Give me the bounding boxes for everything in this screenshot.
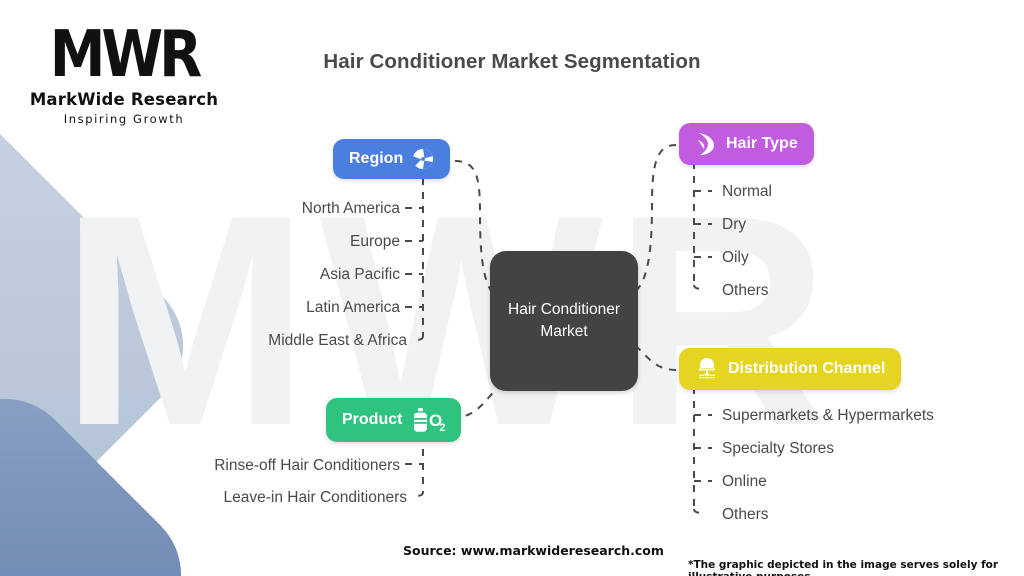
leaf-region-3: Latin America <box>306 299 400 316</box>
brand-logo: MWR MarkWide Research Inspiring Growth <box>24 22 224 127</box>
globe-icon <box>412 148 434 170</box>
logo-tagline: Inspiring Growth <box>63 112 185 127</box>
leaf-region-0: North America <box>301 200 400 217</box>
branch-badge-region[interactable]: Region <box>333 139 451 179</box>
branch-label-hair-type: Hair Type <box>726 135 798 152</box>
source-text: Source: www.markwideresearch.com <box>403 543 664 558</box>
leaf-distribution-channel-2: Online <box>722 473 767 490</box>
leaf-region-1: Europe <box>350 233 400 250</box>
branch-badge-hair-type[interactable]: Hair Type <box>679 123 814 165</box>
logo-company-name: MarkWide Research <box>29 90 219 110</box>
connector-region-item-4 <box>411 335 424 341</box>
leaf-distribution-channel-0: Supermarkets & Hypermarkets <box>722 407 934 424</box>
connector-hairtype-item-3 <box>693 284 707 290</box>
branch-label-distribution-channel: Distribution Channel <box>728 360 886 377</box>
page-title: Hair Conditioner Market Segmentation <box>323 50 701 73</box>
branch-badge-distribution-channel[interactable]: Distribution Channel <box>679 348 902 390</box>
hair-strand-icon <box>695 132 717 156</box>
leaf-hair-type-2: Oily <box>722 249 749 266</box>
center-node-label: Hair Conditioner Market <box>508 300 620 340</box>
center-node: Hair Conditioner Market <box>490 251 638 391</box>
leaf-hair-type-3: Others <box>722 282 769 299</box>
connector-region-to-center <box>454 160 509 303</box>
leaf-distribution-channel-3: Others <box>722 506 769 523</box>
branch-badge-product[interactable]: Product O 2 <box>326 398 462 442</box>
svg-text:O: O <box>429 411 442 430</box>
leaf-region-2: Asia Pacific <box>319 266 400 283</box>
leaf-hair-type-1: Dry <box>722 216 747 233</box>
branch-label-product: Product <box>342 411 403 428</box>
connector-distribution-item-3 <box>693 508 707 514</box>
svg-text:2: 2 <box>440 422 446 433</box>
leaf-product-0: Rinse-off Hair Conditioners <box>214 457 400 474</box>
store-network-icon <box>695 357 719 381</box>
leaf-region-4: Middle East & Africa <box>268 332 407 349</box>
leaf-product-1: Leave-in Hair Conditioners <box>223 489 407 506</box>
disclaimer-text: *The graphic depicted in the image serve… <box>688 559 999 576</box>
branch-label-region: Region <box>349 150 404 167</box>
leaf-distribution-channel-1: Specialty Stores <box>722 440 834 457</box>
logo-mark: MWR <box>49 17 203 92</box>
leaf-hair-type-0: Normal <box>722 183 772 200</box>
bottle-o2-icon: O 2 <box>411 407 445 433</box>
connector-product-item-1 <box>411 491 424 497</box>
